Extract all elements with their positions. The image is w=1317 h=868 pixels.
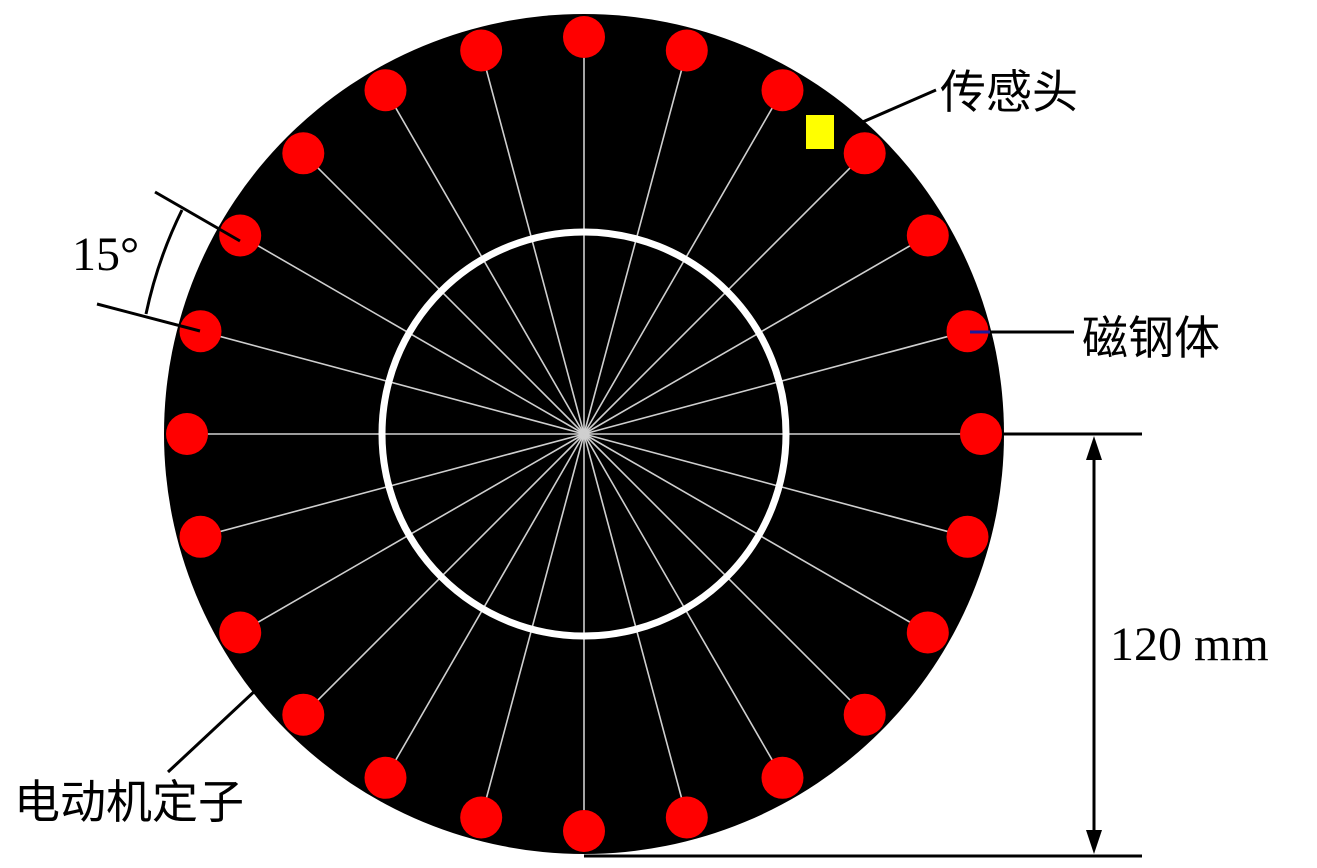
stator-leader-line xyxy=(166,686,260,774)
magnet-dot xyxy=(364,69,407,112)
dimension-arrow-down xyxy=(1086,830,1102,854)
spoke xyxy=(480,433,585,818)
magnet-dot xyxy=(563,16,605,58)
spoke xyxy=(583,433,929,634)
dimension-arrow-up xyxy=(1086,436,1102,460)
magnet-dot xyxy=(219,214,262,257)
spoke xyxy=(200,330,585,435)
magnet-dot xyxy=(946,310,989,353)
magnet-dot xyxy=(665,29,708,72)
magnet-dot xyxy=(460,796,503,839)
inner-ring xyxy=(378,228,790,640)
magnet-dot xyxy=(946,515,989,558)
magnet-dot xyxy=(906,611,949,654)
magnet-dot xyxy=(364,756,407,799)
spoke xyxy=(583,234,929,435)
magnet-dot xyxy=(460,29,503,72)
spoke xyxy=(583,433,688,818)
magnet-dot xyxy=(282,132,325,175)
sensor-leader-line xyxy=(857,88,937,126)
radius-label: 120 mm xyxy=(1110,618,1269,671)
spoke xyxy=(200,433,585,538)
magnet-dot xyxy=(906,214,949,257)
spokes-group xyxy=(187,37,981,831)
spoke xyxy=(583,433,968,538)
magnet-dot xyxy=(179,515,222,558)
magnet-dot xyxy=(282,693,325,736)
spoke xyxy=(583,330,968,435)
magnet-dot xyxy=(761,69,804,112)
angle-line-upper xyxy=(154,190,241,243)
stator-label: 电动机定子 xyxy=(14,775,244,829)
magnet-dot xyxy=(843,132,886,175)
spoke xyxy=(583,433,784,779)
magnet-dot xyxy=(960,413,1002,455)
spoke xyxy=(384,89,585,435)
angle-label: 15° xyxy=(72,228,139,281)
sensor-head xyxy=(806,115,834,149)
spoke xyxy=(302,152,585,435)
magnet-dot xyxy=(179,310,222,353)
spoke xyxy=(583,152,866,435)
spoke xyxy=(583,50,688,435)
spoke xyxy=(480,50,585,435)
magnet-dot xyxy=(219,611,262,654)
spoke xyxy=(302,433,585,716)
spoke xyxy=(239,234,585,435)
magnet-dot xyxy=(563,810,605,852)
magnet-dot xyxy=(166,413,208,455)
angle-arc xyxy=(144,209,184,315)
spoke xyxy=(239,433,585,634)
magnets-group xyxy=(166,16,1002,852)
magnet-label: 磁钢体 xyxy=(1082,311,1220,365)
angle-line-lower xyxy=(96,302,201,333)
magnet-dot xyxy=(761,756,804,799)
magnet-dot xyxy=(665,796,708,839)
sensor-label: 传感头 xyxy=(940,65,1078,119)
spoke xyxy=(384,433,585,779)
magnet-dot xyxy=(843,693,886,736)
spoke xyxy=(583,89,784,435)
spoke xyxy=(583,433,866,716)
